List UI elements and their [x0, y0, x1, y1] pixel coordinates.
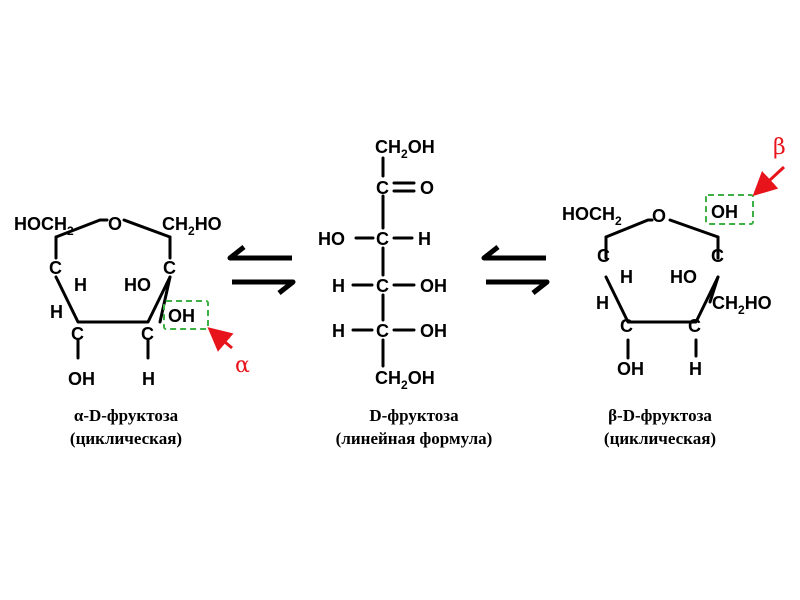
alpha-hoch2-label: HOCH2: [14, 214, 74, 238]
linear-oh-3: OH: [420, 321, 447, 341]
alpha-ring-oxygen: O: [108, 214, 122, 234]
alpha-ho-label: HO: [124, 275, 151, 295]
linear-h-2: H: [332, 276, 345, 296]
beta-fructose-structure: HOCH2 O OH C C C C H H H HO CH2HO OH β: [562, 135, 786, 379]
beta-h-3: H: [689, 359, 702, 379]
beta-marker-arrow: [752, 165, 786, 197]
beta-caption-line2: (циклическая): [604, 429, 716, 448]
alpha-marker: α: [235, 353, 250, 378]
alpha-caption-line2: (циклическая): [70, 429, 182, 448]
alpha-carbon-b: C: [163, 258, 176, 278]
alpha-carbon-a: C: [49, 258, 62, 278]
linear-carbon-4: C: [376, 321, 389, 341]
alpha-carbon-d: C: [141, 324, 154, 344]
linear-fructose-structure: CH2OH C O HO C H H C OH H C OH CH2OH: [318, 137, 447, 392]
linear-caption-line2: (линейная формула): [336, 429, 493, 448]
alpha-carbon-c: C: [71, 324, 84, 344]
beta-ring-bonds: [604, 218, 720, 324]
beta-hoch2-label: HOCH2: [562, 204, 622, 228]
alpha-h-1: H: [74, 275, 87, 295]
linear-carbon-3: C: [376, 276, 389, 296]
alpha-fructose-structure: HOCH2 O CH2HO C C C C H H H HO OH OH α: [14, 214, 250, 389]
linear-bottom-ch2oh: CH2OH: [375, 368, 435, 392]
linear-top-ch2oh: CH2OH: [375, 137, 435, 161]
beta-marker: β: [773, 135, 786, 160]
linear-carbon-1: C: [376, 178, 389, 198]
alpha-oh-bottom: OH: [68, 369, 95, 389]
linear-carbon-2: C: [376, 229, 389, 249]
linear-caption-line1: D-фруктоза: [369, 406, 459, 425]
beta-carbon-d: C: [688, 316, 701, 336]
beta-ch2ho-label: CH2HO: [712, 293, 772, 317]
beta-carbon-c: C: [620, 316, 633, 336]
equilibrium-arrows-left: [227, 245, 296, 295]
linear-oxygen: O: [420, 178, 434, 198]
alpha-highlight-box: [163, 300, 209, 330]
equilibrium-arrows-right: [481, 245, 550, 295]
beta-caption-line1: β-D-фруктоза: [608, 406, 712, 425]
alpha-h-3: H: [142, 369, 155, 389]
beta-ring-oxygen: O: [652, 206, 666, 226]
linear-h-1: H: [418, 229, 431, 249]
beta-h-2: H: [596, 293, 609, 313]
linear-ho-1: HO: [318, 229, 345, 249]
beta-oh-boxed: OH: [711, 202, 738, 222]
alpha-h-2: H: [50, 302, 63, 322]
beta-oh-bottom: OH: [617, 359, 644, 379]
beta-carbon-b: C: [711, 246, 724, 266]
beta-carbon-a: C: [597, 246, 610, 266]
alpha-marker-arrow: [207, 327, 234, 352]
linear-oh-2: OH: [420, 276, 447, 296]
alpha-caption-line1: α-D-фруктоза: [74, 406, 179, 425]
beta-ho-label: HO: [670, 267, 697, 287]
alpha-ch2ho-label: CH2HO: [162, 214, 222, 238]
beta-h-1: H: [620, 267, 633, 287]
beta-highlight-box: [705, 194, 754, 225]
alpha-ring-bonds: [54, 218, 172, 324]
linear-h-3: H: [332, 321, 345, 341]
alpha-oh-boxed: OH: [168, 306, 195, 326]
